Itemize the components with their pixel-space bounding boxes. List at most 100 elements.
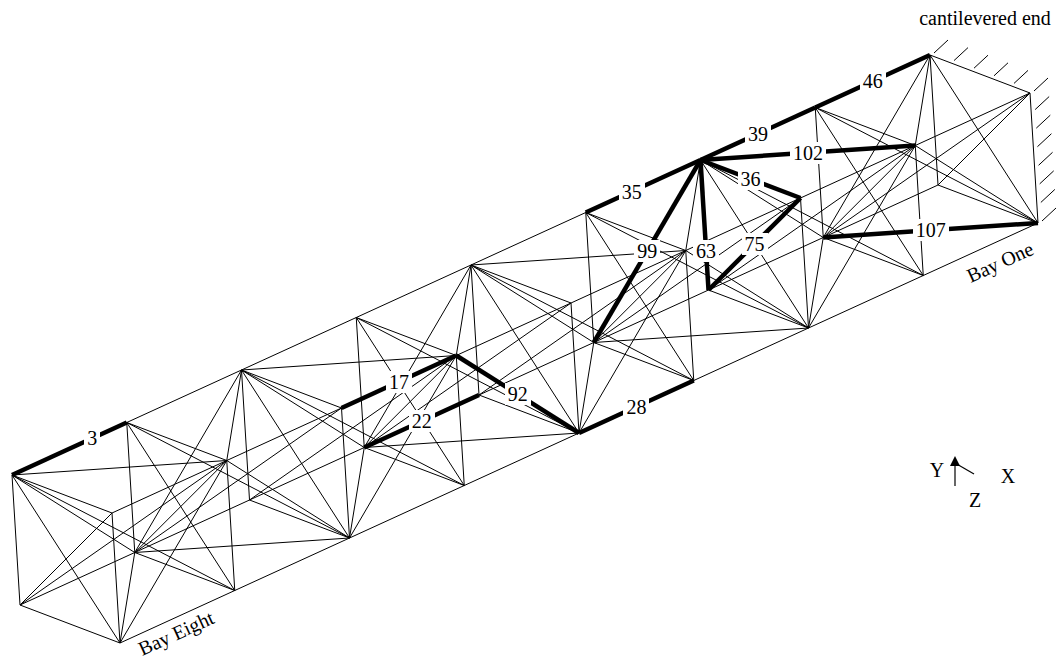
hatch-stroke bbox=[1037, 134, 1051, 147]
truss-member bbox=[586, 213, 594, 343]
truss-member bbox=[350, 486, 465, 539]
truss-member bbox=[801, 198, 809, 328]
selected-member bbox=[815, 55, 930, 108]
truss-member bbox=[127, 423, 235, 591]
truss-member bbox=[342, 408, 350, 538]
bay-label: Bay One bbox=[961, 236, 1040, 288]
annotation-label: cantilevered end bbox=[916, 7, 1054, 29]
truss-member bbox=[930, 55, 1030, 93]
truss-member bbox=[12, 423, 127, 476]
axis-label: Z bbox=[966, 489, 984, 511]
callout-number: 39 bbox=[745, 123, 771, 145]
callout-number: 28 bbox=[623, 396, 649, 418]
selected-member bbox=[12, 423, 127, 476]
truss-member bbox=[709, 290, 809, 328]
truss-member bbox=[364, 395, 479, 448]
truss-member bbox=[227, 461, 235, 591]
truss-member bbox=[456, 303, 571, 356]
hatch-stroke bbox=[1039, 152, 1053, 165]
truss-member bbox=[227, 461, 350, 539]
truss-member bbox=[135, 408, 342, 553]
truss-member bbox=[12, 475, 120, 643]
truss-member bbox=[594, 160, 701, 343]
truss-member bbox=[686, 251, 694, 381]
selected-member bbox=[364, 395, 479, 448]
callout-number: 46 bbox=[860, 70, 886, 92]
callout-number: 35 bbox=[619, 181, 645, 203]
truss-member bbox=[471, 265, 479, 395]
hatch-stroke bbox=[1034, 78, 1048, 91]
selected-member bbox=[342, 356, 457, 409]
callout-number: 92 bbox=[505, 383, 531, 405]
truss-member bbox=[20, 461, 227, 606]
truss-member bbox=[135, 553, 235, 591]
truss-member bbox=[915, 146, 923, 276]
truss-member bbox=[823, 238, 923, 276]
truss-member bbox=[594, 343, 694, 381]
truss-member bbox=[250, 448, 365, 501]
selected-member bbox=[456, 356, 579, 434]
truss-member bbox=[356, 318, 456, 356]
wall-hatch bbox=[934, 40, 1056, 221]
truss-member bbox=[12, 475, 112, 513]
callout-number: 102 bbox=[790, 142, 826, 164]
callout-number: 99 bbox=[634, 240, 660, 262]
selected-member bbox=[701, 160, 801, 198]
truss-member bbox=[356, 318, 464, 486]
truss-member bbox=[227, 408, 342, 461]
truss-member bbox=[127, 370, 242, 423]
callout-number: 17 bbox=[386, 371, 412, 393]
truss-member bbox=[479, 343, 594, 396]
hatch-stroke bbox=[1036, 115, 1050, 128]
truss-member bbox=[364, 448, 464, 486]
truss-member bbox=[709, 146, 916, 291]
truss-member bbox=[915, 93, 1030, 146]
truss-member bbox=[135, 500, 250, 553]
truss-member bbox=[135, 370, 242, 553]
truss-member bbox=[479, 251, 686, 396]
truss-member bbox=[20, 605, 120, 643]
truss-member bbox=[112, 513, 120, 643]
truss-member bbox=[20, 553, 135, 606]
truss-member bbox=[815, 108, 915, 146]
callout-number: 22 bbox=[409, 410, 435, 432]
truss-member bbox=[571, 303, 579, 433]
truss-member bbox=[235, 538, 350, 591]
truss-member bbox=[586, 213, 694, 381]
axis-label: Y bbox=[927, 459, 947, 481]
truss-member bbox=[242, 318, 357, 371]
truss-member bbox=[20, 513, 112, 605]
truss-member bbox=[356, 265, 471, 318]
truss-member bbox=[456, 356, 579, 434]
truss-member bbox=[594, 328, 809, 343]
truss-member bbox=[250, 500, 350, 538]
truss-member bbox=[112, 461, 227, 514]
hatch-stroke bbox=[974, 55, 988, 68]
highlighted-members bbox=[12, 55, 1038, 475]
truss-member bbox=[579, 381, 694, 434]
truss-member bbox=[364, 303, 571, 448]
hatch-stroke bbox=[1042, 208, 1056, 221]
truss-member bbox=[701, 160, 801, 198]
truss-member bbox=[456, 356, 464, 486]
truss-member bbox=[694, 328, 809, 381]
truss-member bbox=[701, 160, 824, 238]
truss-member bbox=[938, 185, 1038, 223]
truss-members bbox=[12, 55, 1038, 643]
truss-member bbox=[356, 318, 364, 448]
truss-member bbox=[12, 475, 135, 553]
truss-member bbox=[930, 55, 938, 185]
truss-member bbox=[471, 265, 571, 303]
truss-member bbox=[930, 55, 1038, 223]
axis-label: X bbox=[998, 465, 1018, 487]
hatch-stroke bbox=[934, 40, 948, 53]
callout-number: 3 bbox=[84, 427, 100, 449]
truss-member bbox=[242, 370, 350, 538]
truss-member bbox=[571, 251, 686, 304]
truss-member bbox=[938, 93, 1030, 185]
hatch-stroke bbox=[1041, 189, 1055, 202]
selected-member bbox=[579, 381, 694, 434]
truss-member bbox=[342, 356, 457, 409]
